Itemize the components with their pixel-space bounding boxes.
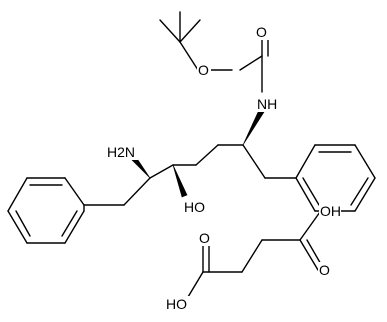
- succinic-acid: [184, 211, 323, 303]
- label-acid-carbonyl-o-left: O: [199, 230, 210, 246]
- label-carbamate-ester-o: O: [198, 62, 209, 78]
- label-acid-ho-bottom: HO: [166, 296, 187, 312]
- boc-carbamate: [208, 33, 269, 93]
- wedge-bond-nh2: [131, 156, 151, 179]
- right-benzene-ring: [295, 144, 376, 212]
- label-amine-h2n: H2N: [107, 144, 135, 160]
- left-benzene-ring: [7, 177, 85, 244]
- label-carbamate-carbonyl-o: O: [256, 24, 267, 40]
- tert-butyl-group: [159, 11, 201, 71]
- wedge-bond-nh: [242, 109, 265, 146]
- wedge-bond-oh: [172, 164, 188, 198]
- main-chain: [83, 144, 297, 206]
- label-hydroxyl-ho: HO: [184, 199, 205, 215]
- label-acid-oh-top: OH: [320, 203, 341, 219]
- label-carbamate-nh: NH: [257, 96, 277, 112]
- label-acid-carbonyl-o-right: O: [319, 262, 330, 278]
